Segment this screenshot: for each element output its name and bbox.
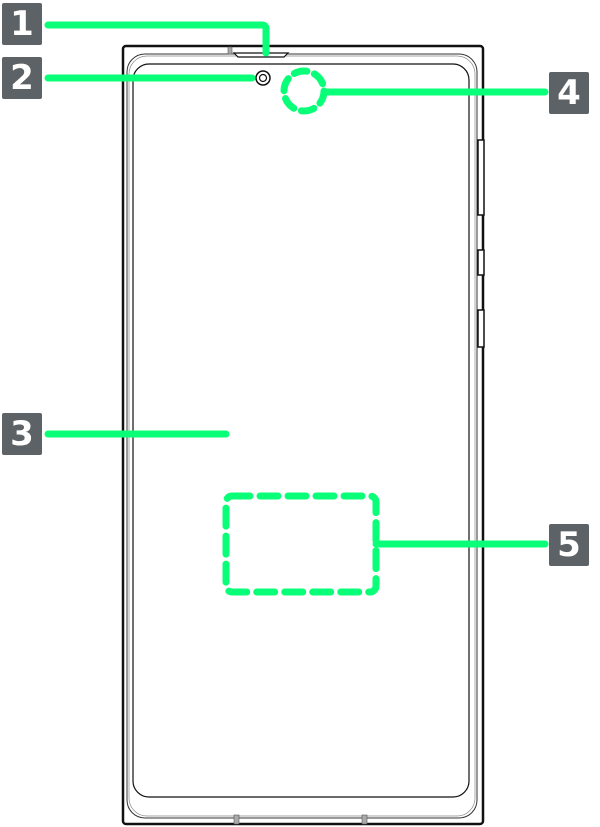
bottom-seam-left [233, 814, 240, 825]
bottom-seam-right [361, 814, 368, 825]
callout-badge-2: 2 [2, 57, 42, 99]
callout-badge-1: 1 [2, 3, 42, 45]
side-key [477, 249, 485, 276]
callout-badge-5: 5 [549, 524, 589, 566]
earpiece [232, 52, 290, 58]
callout-badge-3: 3 [2, 413, 42, 455]
sensor-area-outline [280, 67, 328, 115]
top-seam [227, 46, 233, 55]
volume-button [477, 139, 485, 216]
callout-line-1 [44, 21, 270, 57]
front-camera-icon [255, 70, 271, 86]
power-button [477, 309, 485, 348]
callout-badge-4: 4 [549, 72, 589, 114]
fingerprint-area-outline [222, 492, 380, 596]
